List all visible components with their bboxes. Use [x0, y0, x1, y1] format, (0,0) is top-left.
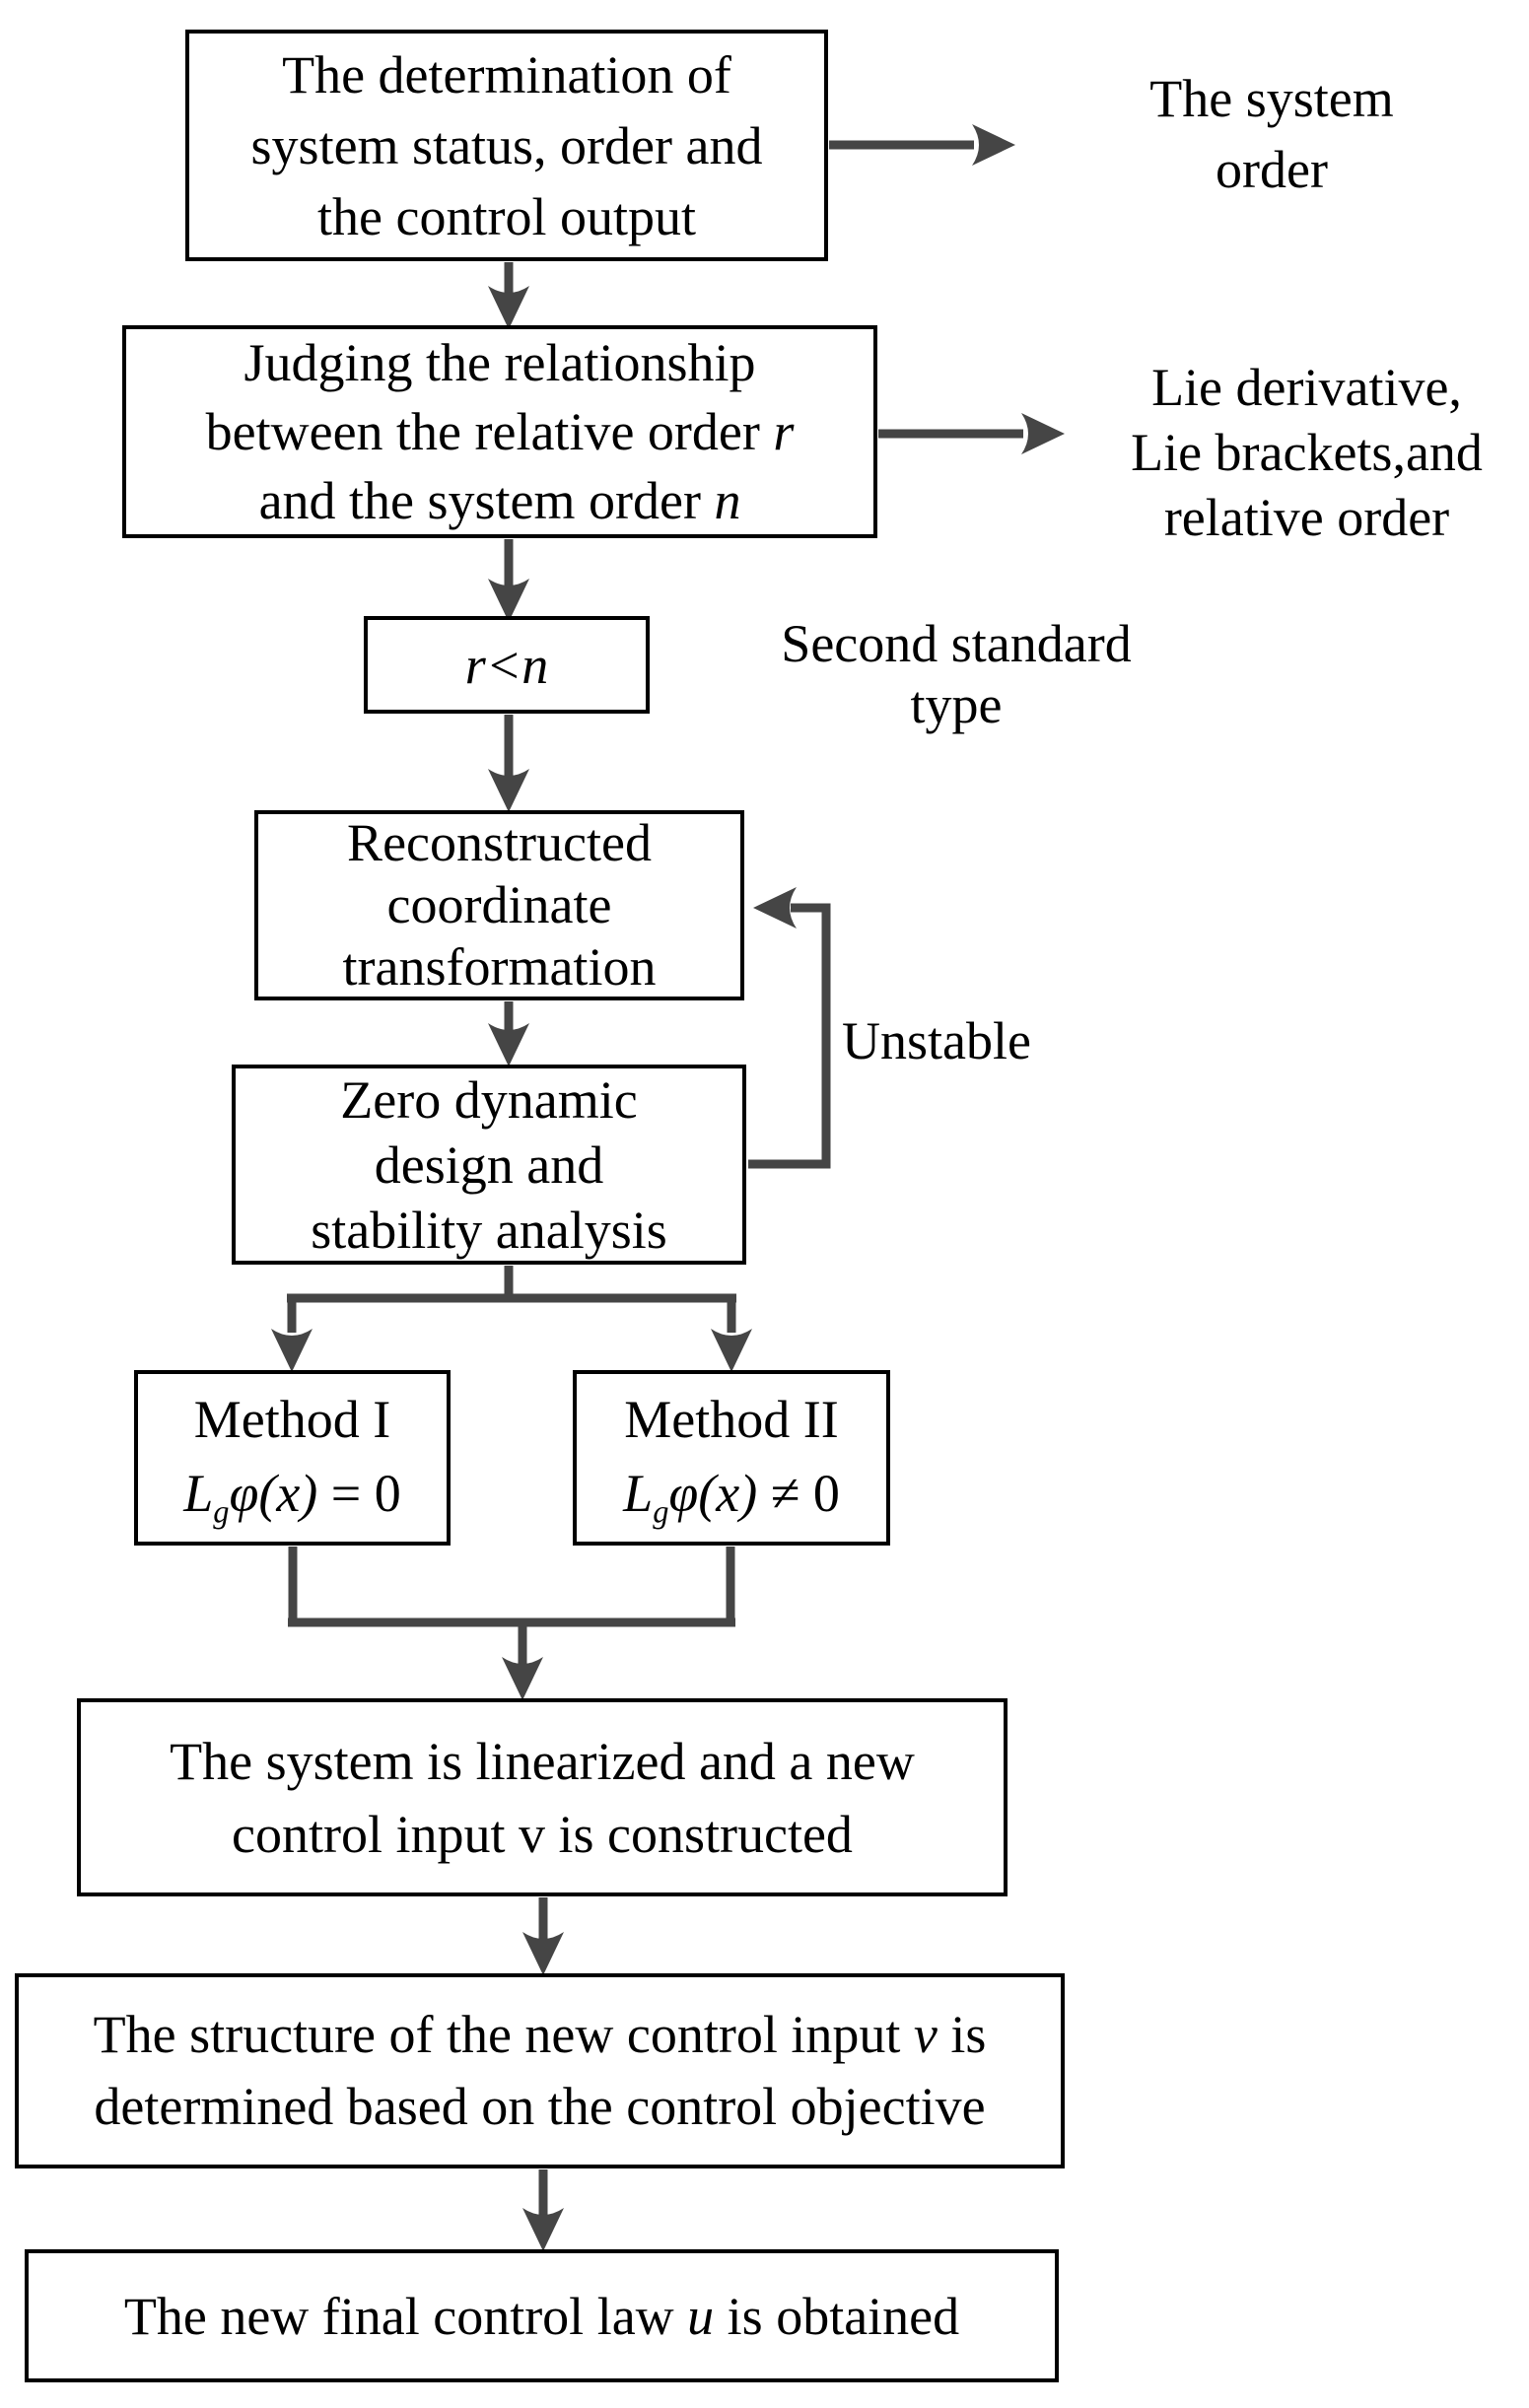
- node-text-line: determined based on the control objectiv…: [94, 2077, 986, 2136]
- node-text-line: Judging the relationship: [243, 333, 756, 392]
- label-text-line: relative order: [1163, 488, 1450, 547]
- node-judge-relative-order: Judging the relationship between the rel…: [122, 325, 877, 538]
- node-text-line: Zero dynamic: [340, 1069, 638, 1130]
- node-final-control-law: The new final control law u is obtained: [25, 2249, 1059, 2382]
- arrowhead-down-icon: [271, 1329, 313, 1372]
- arrowhead-left-icon: [753, 887, 797, 929]
- node-text-line: system status, order and: [250, 115, 763, 175]
- label-text-line: Lie derivative,: [1151, 358, 1462, 417]
- node-text-line: The determination of: [282, 44, 731, 104]
- label-system-order: The system order: [1025, 63, 1518, 205]
- label-text-line: Second standard: [781, 614, 1132, 673]
- arrowhead-down-icon: [522, 2208, 564, 2251]
- arrowhead-down-icon: [488, 286, 529, 329]
- method1-formula: Lgφ(x) = 0: [183, 1464, 401, 1531]
- label-text-line: type: [910, 675, 1003, 734]
- label-text-line: Unstable: [842, 1011, 1031, 1070]
- arrowhead-down-icon: [711, 1329, 752, 1372]
- node-structure-control-input: The structure of the new control input v…: [15, 1973, 1065, 2168]
- node-zero-dynamic: Zero dynamic design and stability analys…: [232, 1065, 746, 1265]
- label-text-line: order: [1216, 140, 1328, 199]
- arrowhead-down-icon: [522, 1932, 564, 1975]
- node-r-less-than-n: r<n: [364, 616, 650, 714]
- node-determination: The determination of system status, orde…: [185, 30, 828, 261]
- label-lie-derivative: Lie derivative, Lie brackets,and relativ…: [1084, 355, 1529, 550]
- arrowhead-down-icon: [502, 1657, 543, 1700]
- method-title: Method I: [193, 1390, 391, 1449]
- node-text-line: The structure of the new control input v…: [93, 2005, 987, 2064]
- node-text-line: the control output: [317, 186, 696, 246]
- node-method-2: Method II Lgφ(x) ≠ 0: [573, 1370, 890, 1546]
- arrowhead-right-icon: [972, 124, 1015, 166]
- connector-methods-merge: [288, 1547, 735, 1667]
- node-text-line: The new final control law u is obtained: [123, 2286, 960, 2346]
- method2-formula: Lgφ(x) ≠ 0: [623, 1464, 840, 1531]
- node-text-line: control input v is constructed: [232, 1804, 853, 1864]
- label-second-standard-type: Second standard type: [725, 613, 1188, 735]
- connector-unstable-feedback: [748, 903, 831, 1169]
- label-unstable: Unstable: [828, 1013, 1045, 1068]
- node-text-line: r<n: [464, 635, 549, 695]
- node-text-line: coordinate: [386, 875, 612, 934]
- arrowhead-down-icon: [488, 769, 529, 812]
- node-reconstructed-transformation: Reconstructed coordinate transformation: [254, 810, 744, 1000]
- node-text-line: design and: [374, 1135, 604, 1195]
- connector-zero-split: [287, 1266, 736, 1333]
- node-system-linearized: The system is linearized and a new contr…: [77, 1698, 1008, 1896]
- node-text-line: and the system order n: [258, 471, 741, 530]
- method-title: Method II: [624, 1390, 839, 1449]
- label-text-line: The system: [1149, 69, 1394, 128]
- arrowhead-right-icon: [1021, 413, 1065, 454]
- node-method-1: Method I Lgφ(x) = 0: [134, 1370, 451, 1546]
- node-text-line: between the relative order r: [205, 402, 795, 461]
- label-text-line: Lie brackets,and: [1131, 423, 1483, 482]
- node-text-line: stability analysis: [311, 1200, 667, 1260]
- arrowhead-down-icon: [488, 1023, 529, 1066]
- node-text-line: transformation: [342, 937, 657, 997]
- node-text-line: Reconstructed: [347, 813, 652, 872]
- node-text-line: The system is linearized and a new: [170, 1731, 915, 1791]
